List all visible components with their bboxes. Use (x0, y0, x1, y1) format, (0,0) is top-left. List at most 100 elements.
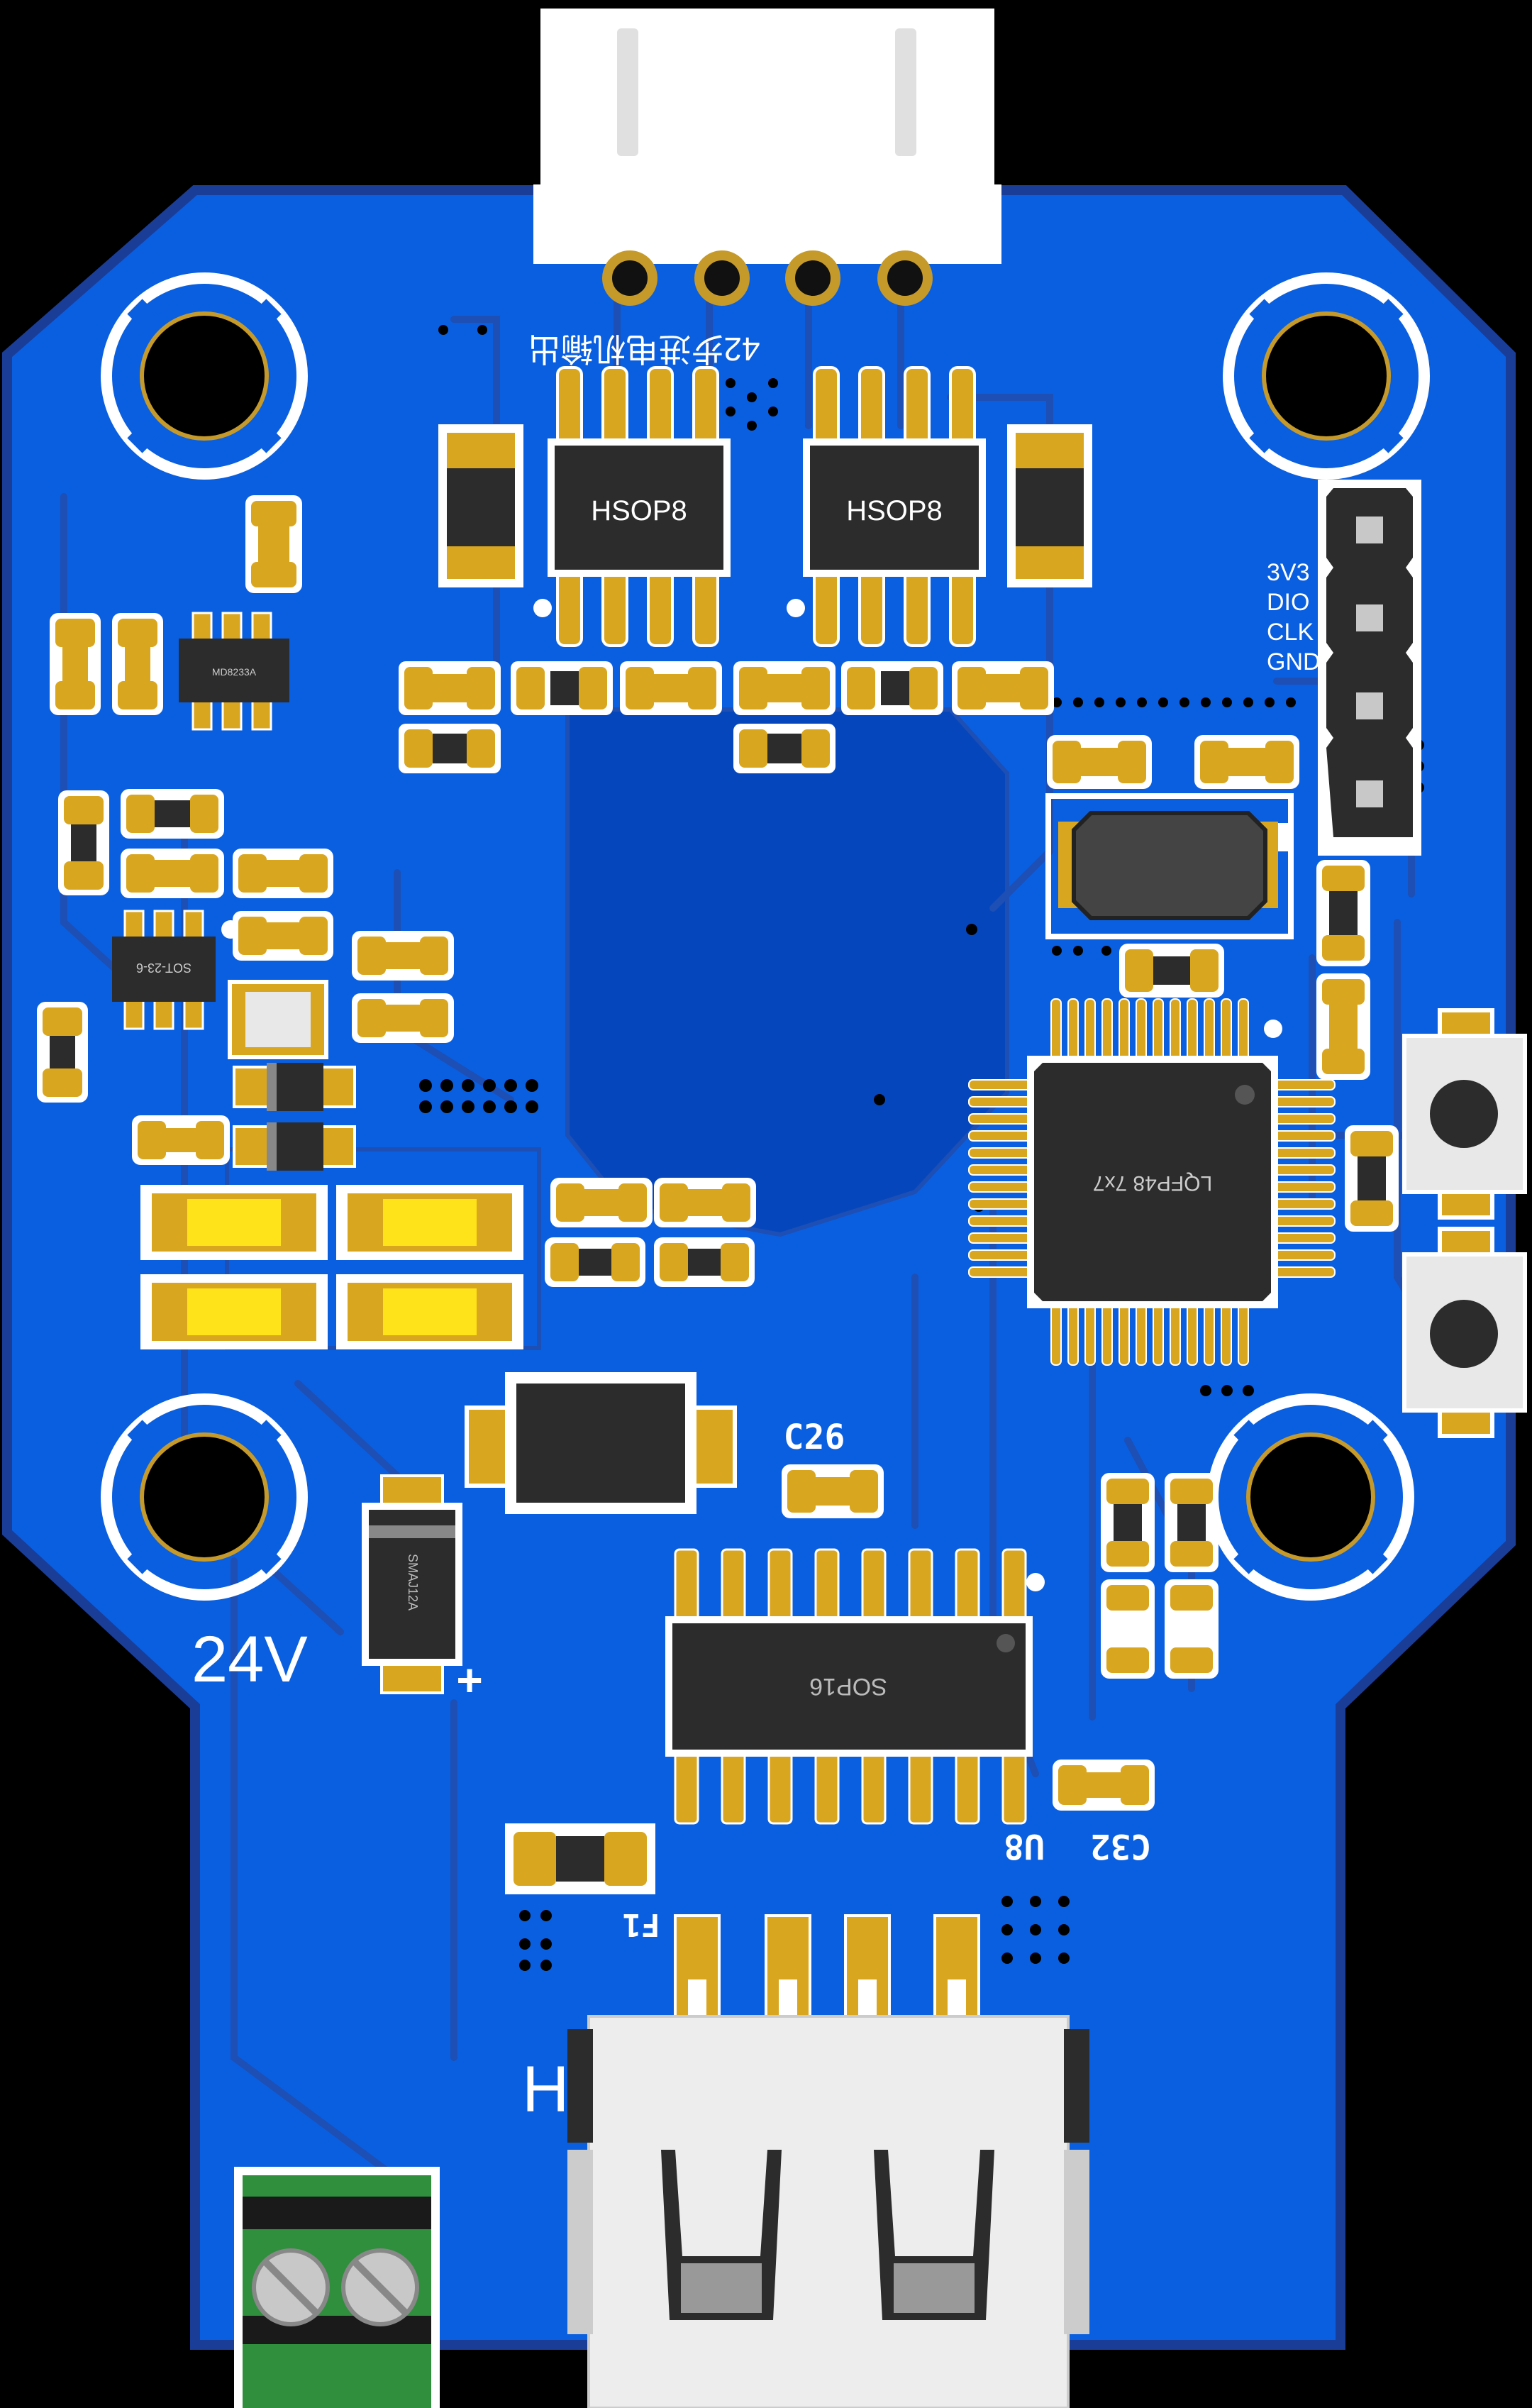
hsop8-right (803, 366, 986, 647)
mcu-label: LQFP48 7x7 (1093, 1171, 1212, 1195)
ic-pin (1270, 1266, 1336, 1278)
hsop8-right-label: HSOP8 (846, 495, 943, 526)
plus-label: + (456, 1655, 482, 1706)
ic-pin (1119, 1300, 1130, 1366)
ic-pin (968, 1147, 1033, 1159)
ic-pin (908, 1745, 933, 1825)
small-inductor (228, 980, 328, 1059)
ic-pin (908, 1548, 933, 1628)
lower-right-passives (1053, 1473, 1219, 1811)
ic-pin (968, 1130, 1033, 1142)
ic-pin (968, 1215, 1033, 1227)
ic-pin (1001, 1745, 1027, 1825)
hsop8-left (548, 366, 731, 647)
ic-sot23-6 (112, 910, 216, 1030)
ic-pin (1270, 1249, 1336, 1261)
ic-pin (1084, 998, 1096, 1064)
screw-terminal (234, 2167, 440, 2408)
motor-output-label: 42步进电机输出 (528, 331, 760, 368)
ic-pin (1270, 1164, 1336, 1176)
left-passives (37, 495, 756, 1287)
tactile-button-bottom (1402, 1227, 1527, 1438)
ic-pin (968, 1249, 1033, 1261)
ic-md8233a-label: MD8233A (212, 666, 257, 678)
passive-row-top (399, 661, 1054, 773)
ic-pin (1119, 998, 1130, 1064)
tactile-button-top (1402, 1008, 1527, 1220)
ic-pin (814, 1745, 840, 1825)
ic-pin (1204, 1300, 1215, 1366)
header-label-gnd: GND (1267, 648, 1321, 675)
ic-pin (767, 1548, 793, 1628)
ic-pin (861, 1745, 887, 1825)
ic-pin (1136, 1300, 1147, 1366)
h-label: H (522, 2053, 569, 2126)
ic-pin (1084, 1300, 1096, 1366)
ic-pin (1238, 998, 1249, 1064)
header-label-dio: DIO (1267, 589, 1309, 616)
ic-pin (955, 1745, 980, 1825)
ic-pin (861, 1548, 887, 1628)
tantalum-caps-top (438, 424, 1092, 587)
power-24v-label: 24V (192, 1623, 308, 1696)
ic-pin (721, 1745, 746, 1825)
ic-pin (674, 1745, 699, 1825)
header-label-3v3: 3V3 (1267, 559, 1310, 586)
ic-pin (1067, 1300, 1079, 1366)
ic-pin (968, 1096, 1033, 1108)
mcu-chip (968, 998, 1336, 1366)
ic-pin (1270, 1079, 1336, 1090)
ic-pin (1270, 1198, 1336, 1210)
usb-c-connector (567, 1914, 1089, 2408)
ic-sot23-6-label: SOT-23-6 (136, 961, 192, 975)
ic-pin (767, 1745, 793, 1825)
ic-pin (1187, 998, 1198, 1064)
ic-pin (1153, 998, 1164, 1064)
ic-pin (1270, 1181, 1336, 1193)
mounting-hole-top-left (101, 272, 308, 480)
ic-pin (955, 1548, 980, 1628)
motor-connector (533, 9, 1001, 306)
ic-pin (1221, 998, 1232, 1064)
header-label-clk: CLK (1267, 619, 1314, 646)
ic-pin (721, 1548, 746, 1628)
crystal-caps (1047, 735, 1299, 998)
small-diodes (233, 1063, 356, 1171)
vertical-passives-right (1316, 860, 1399, 1232)
ic-pin (1270, 1147, 1336, 1159)
ic-pin (1001, 1548, 1027, 1628)
ic-md8233a (179, 612, 289, 731)
ic-pin (968, 1266, 1033, 1278)
f1-label: F1 (623, 1906, 660, 1943)
mounting-hole-top-right (1223, 272, 1430, 480)
ic-pin (968, 1181, 1033, 1193)
c26-label: C26 (784, 1418, 845, 1457)
ic-pin (1170, 998, 1181, 1064)
ic-pin (1050, 1300, 1062, 1366)
fuse-resistors (140, 1185, 523, 1349)
ic-pin (968, 1164, 1033, 1176)
ic-pin (1270, 1096, 1336, 1108)
ic-pin (968, 1232, 1033, 1244)
tvs-diode-label: SMAJ12A (406, 1554, 420, 1611)
ic-pin (968, 1079, 1033, 1090)
ic-pin (1170, 1300, 1181, 1366)
ic-pin (1101, 1300, 1113, 1366)
ic-pin (1187, 1300, 1198, 1366)
sop16-label: SOP16 (809, 1673, 887, 1700)
ic-pin (1270, 1232, 1336, 1244)
pin-header (1318, 480, 1421, 856)
fuse-f1 (505, 1823, 655, 1894)
ic-pin (1238, 1300, 1249, 1366)
ic-pin (1270, 1130, 1336, 1142)
ic-pin (1067, 998, 1079, 1064)
ic-pin (814, 1548, 840, 1628)
mounting-hole-bottom-left (101, 1393, 308, 1601)
ic-pin (968, 1113, 1033, 1125)
crystal (1045, 793, 1294, 939)
ic-pin (1270, 1215, 1336, 1227)
ic-pin (1153, 1300, 1164, 1366)
ic-pin (1050, 998, 1062, 1064)
hsop8-left-label: HSOP8 (591, 495, 687, 526)
